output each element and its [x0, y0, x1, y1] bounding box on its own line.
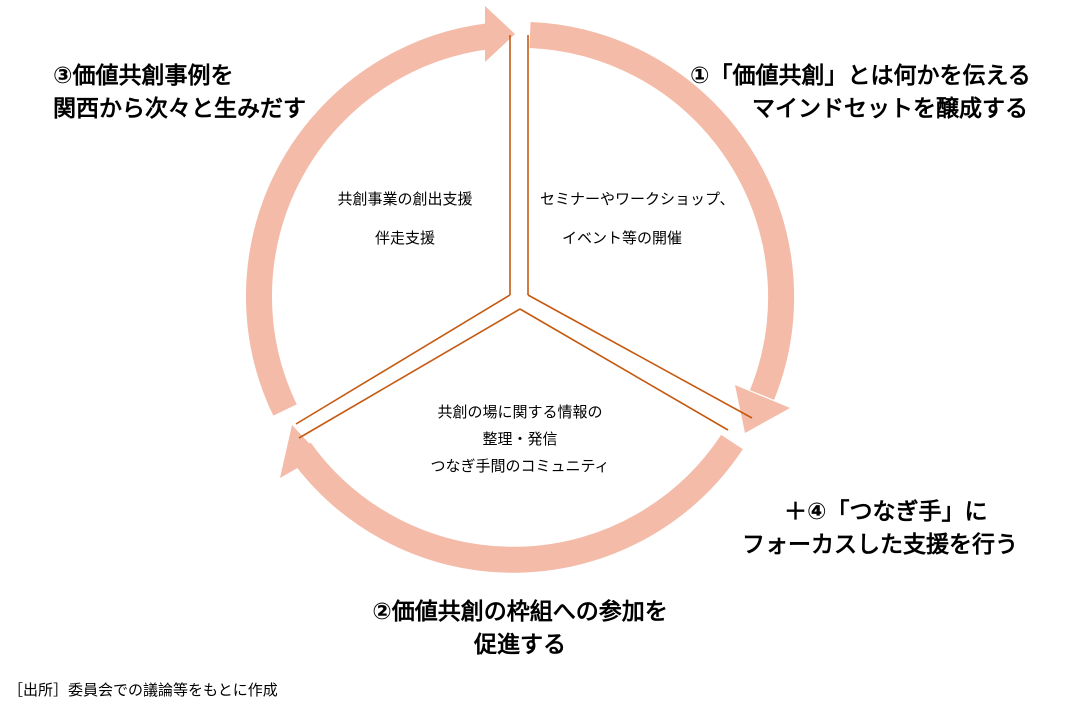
arrowhead-right: [735, 385, 790, 433]
segment-left-line2: 伴走支援: [374, 229, 435, 247]
heading-top-left-line2: 関西から次々と生みだす: [53, 96, 306, 122]
segment-right-label: セミナーやワークショップ、 イベント等の開催: [540, 189, 735, 248]
heading-bottom-center: ②価値共創の枠組への参加を 促進する: [300, 596, 740, 662]
divider-left-upper: [295, 294, 511, 425]
segment-bottom-line3: つなぎ手間のコミュニティ: [430, 457, 610, 475]
arrow-right-to-bottom-left: [289, 434, 743, 573]
source-note: ［出所］委員会での議論等をもとに作成: [8, 681, 278, 699]
heading-top-left-line1: ③価値共創事例を: [53, 63, 234, 89]
heading-bottom-center-line1: ②価値共創の枠組への参加を: [372, 599, 668, 625]
segment-bottom-label: 共創の場に関する情報の 整理・発信 つなぎ手間のコミュニティ: [400, 399, 640, 480]
segment-left-label: 共創事業の創出支援 伴走支援: [310, 189, 500, 248]
heading-bottom-center-line2: 促進する: [474, 632, 566, 658]
heading-bottom-right-line1: ＋④「つなぎ手」に: [784, 499, 988, 525]
heading-top-right-line2: マインドセットを醸成する: [752, 96, 1028, 122]
segment-bottom-line1: 共創の場に関する情報の: [437, 403, 603, 421]
cycle-arrows: [246, 6, 795, 573]
heading-top-right: ①「価値共創」とは何かを伝える マインドセットを醸成する: [690, 60, 1031, 126]
arrow-top-to-right: [529, 22, 795, 400]
heading-bottom-right-line2: フォーカスした支援を行う: [742, 532, 1018, 558]
arrowhead-left: [280, 425, 320, 478]
segment-left-line1: 共創事業の創出支援: [337, 190, 473, 208]
divider-right-lower: [519, 308, 729, 431]
heading-bottom-right: ＋④「つなぎ手」に フォーカスした支援を行う: [742, 496, 1018, 562]
segment-right-line1: セミナーやワークショップ、: [540, 190, 735, 208]
segment-bottom-line2: 整理・発信: [482, 430, 558, 448]
divider-left-lower: [298, 308, 521, 439]
segment-dividers: [295, 35, 753, 439]
heading-top-left: ③価値共創事例を 関西から次々と生みだす: [53, 60, 306, 126]
segment-right-line2: イベント等の開催: [562, 229, 683, 247]
arrow-left-to-top: [246, 23, 492, 416]
arrowhead-top: [485, 6, 515, 62]
divider-right-upper: [527, 294, 753, 419]
heading-top-right-line1: ①「価値共創」とは何かを伝える: [690, 63, 1031, 89]
